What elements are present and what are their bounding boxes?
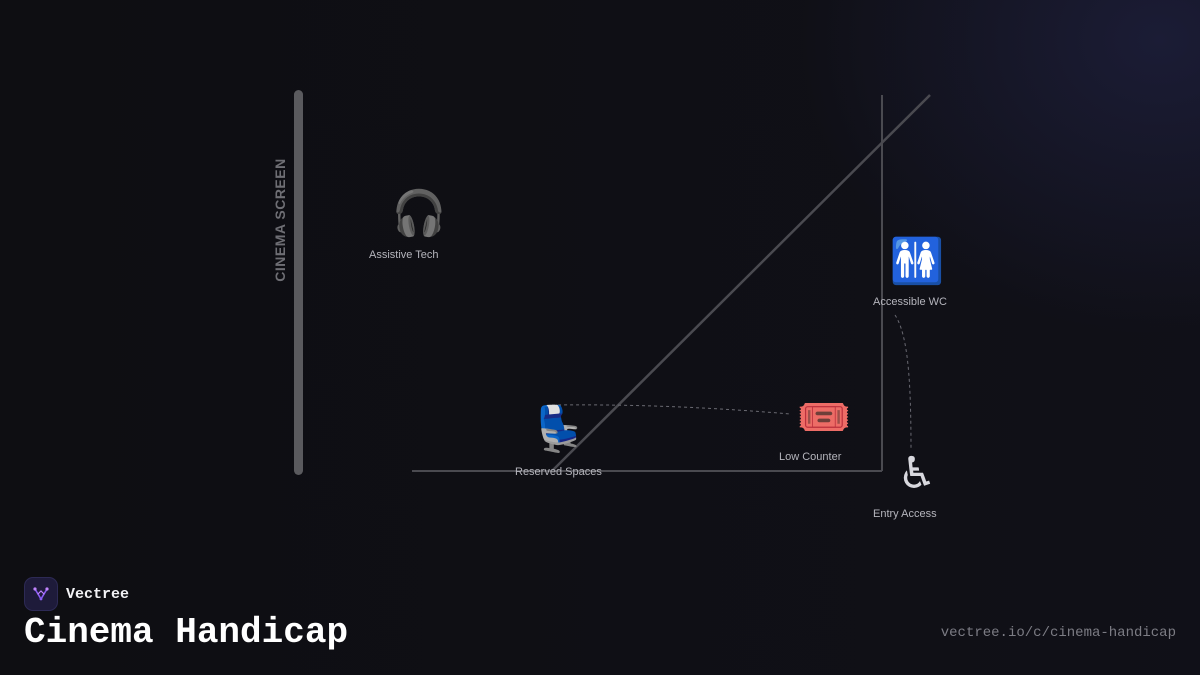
wall-diagonal — [551, 94, 931, 472]
cinema-screen-bar — [294, 90, 303, 475]
headphones-icon: 🎧 — [391, 188, 447, 239]
page-url[interactable]: vectree.io/c/cinema-handicap — [940, 625, 1176, 641]
seat-icon: 💺 — [531, 404, 587, 455]
path-seats-to-counter — [551, 404, 791, 415]
reserved-spaces-label: Reserved Spaces — [515, 466, 602, 478]
page-title: Cinema Handicap — [24, 612, 349, 653]
cinema-screen-label: CINEMA SCREEN — [272, 158, 288, 282]
brand[interactable]: Vectree — [24, 577, 129, 611]
accessible-wc-label: Accessible WC — [873, 296, 947, 308]
path-wc-to-entry — [894, 314, 912, 451]
entry-access-label: Entry Access — [873, 508, 937, 520]
restroom-icon: 🚻 — [889, 236, 945, 287]
low-counter-label: Low Counter — [779, 451, 842, 463]
brand-name: Vectree — [66, 585, 130, 603]
ticket-icon: 🎟️ — [796, 392, 852, 443]
vectree-logo-icon — [24, 577, 58, 611]
assistive-tech-label: Assistive Tech — [369, 249, 439, 261]
wheelchair-icon: ♿ — [897, 448, 937, 499]
